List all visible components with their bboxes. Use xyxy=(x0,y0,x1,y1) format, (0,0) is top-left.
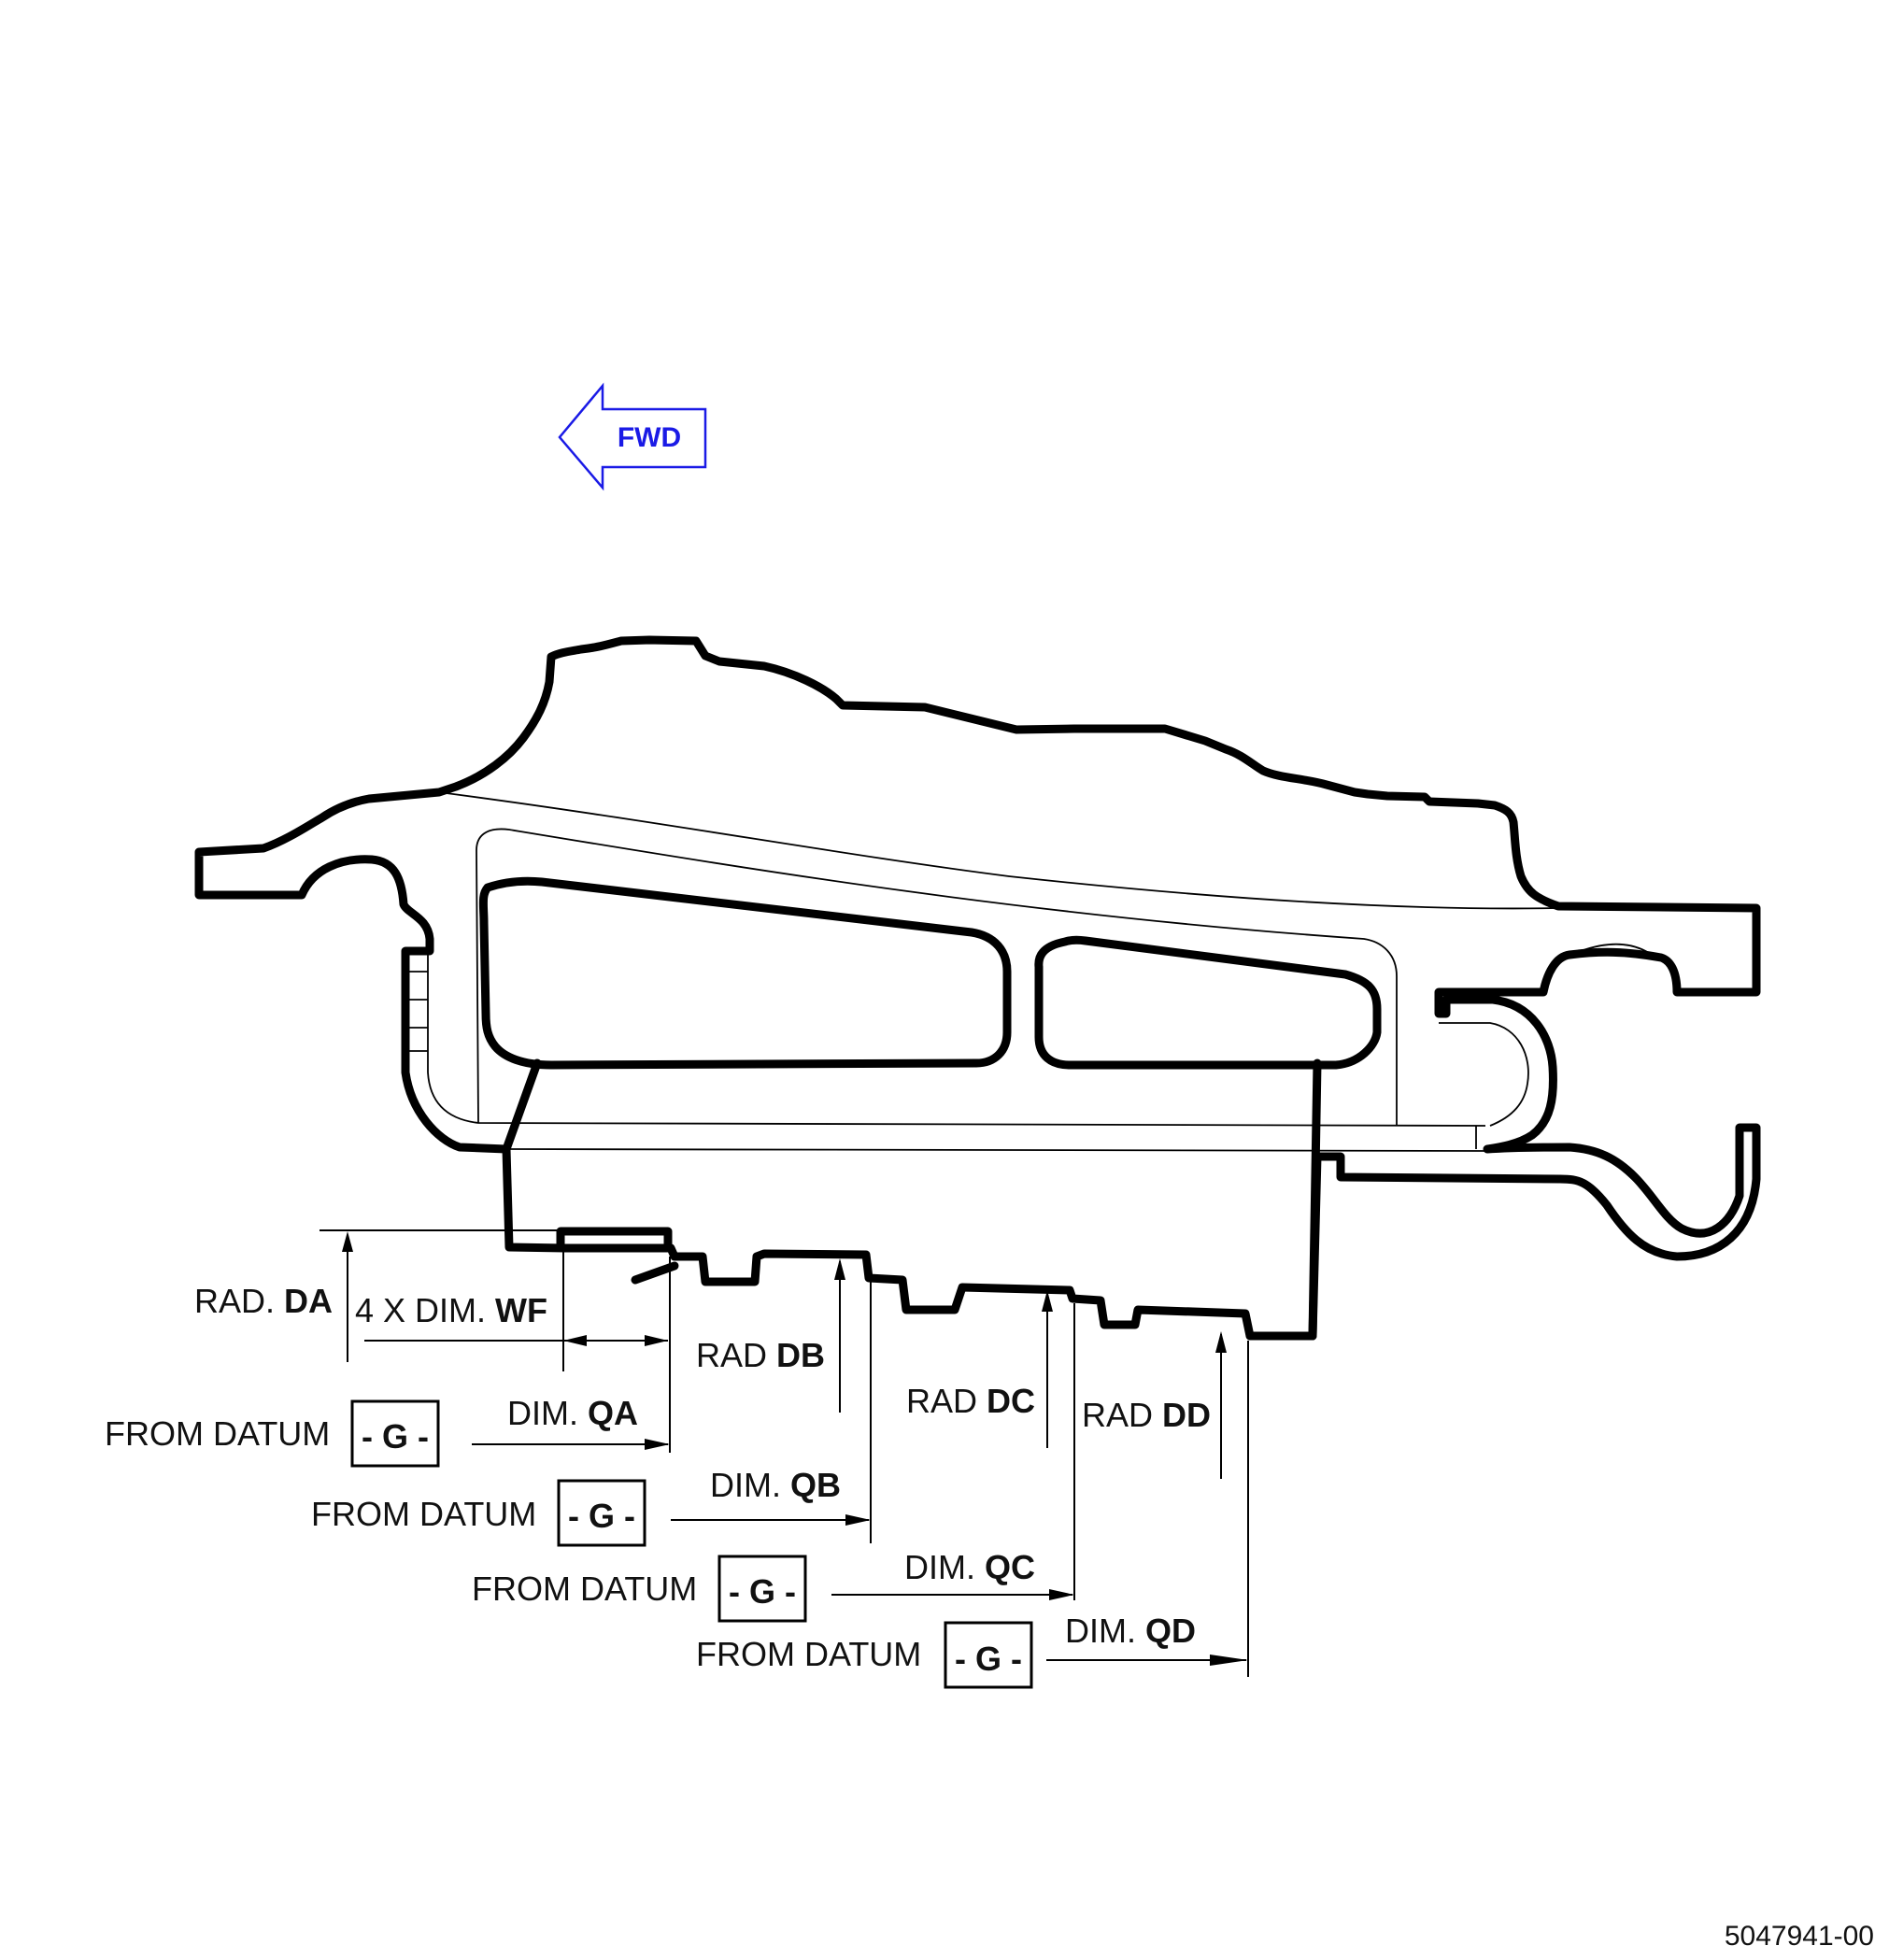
cavity-right xyxy=(1034,935,1382,1070)
dim-qd-label: DIM. QD xyxy=(1065,1612,1196,1650)
datum-g-symbol: - G - xyxy=(568,1497,635,1535)
part-bottom-contour xyxy=(502,1144,1255,1341)
rad-dc-label: RAD DC xyxy=(906,1382,1035,1420)
datum-g-box xyxy=(944,1621,1033,1689)
dimension-lines xyxy=(320,1229,1249,1677)
rad-dd-label: RAD DD xyxy=(1082,1396,1211,1434)
inner-line-upper-cavity xyxy=(476,828,1398,1126)
dim-qa-label: DIM. QA xyxy=(507,1394,638,1432)
from-datum-label: FROM DATUM xyxy=(696,1635,921,1673)
datum-g-box xyxy=(557,1479,646,1547)
from-datum-label: FROM DATUM xyxy=(311,1495,536,1533)
fwd-arrow-icon xyxy=(558,382,707,491)
from-datum-label: FROM DATUM xyxy=(105,1414,330,1453)
datum-g-box xyxy=(350,1399,440,1468)
annotation-labels: RAD. DA 4 X DIM. WF RAD DB RAD DC RAD DD… xyxy=(194,1282,1211,1650)
inner-line-base xyxy=(508,1148,1488,1152)
inner-line-floor xyxy=(427,951,1486,1127)
part-tab xyxy=(556,1227,673,1252)
document-id: 5047941-00 xyxy=(1725,1921,1874,1952)
rad-da-label: RAD. DA xyxy=(194,1282,333,1320)
datum-callout-3: FROM DATUM - G - xyxy=(472,1555,807,1623)
inner-line-boss xyxy=(1580,943,1650,954)
dim-qb-label: DIM. QB xyxy=(710,1466,841,1504)
datum-g-symbol: - G - xyxy=(729,1572,796,1611)
inner-line-hook xyxy=(1439,1022,1529,1127)
rad-db-label: RAD DB xyxy=(696,1336,825,1374)
datum-callout-4: FROM DATUM - G - xyxy=(696,1621,1033,1689)
wall-hatching xyxy=(405,971,428,1052)
from-datum-label: FROM DATUM xyxy=(472,1569,697,1608)
datum-callout-2: FROM DATUM - G - xyxy=(311,1479,646,1547)
fwd-label: FWD xyxy=(618,422,681,453)
part-top-contour xyxy=(194,635,1761,1341)
datum-g-box xyxy=(717,1555,807,1623)
part-cross-section xyxy=(194,635,1761,1341)
datum-g-symbol: - G - xyxy=(955,1640,1022,1678)
datum-callout-1: FROM DATUM - G - xyxy=(105,1399,440,1468)
fwd-arrow-indicator: FWD xyxy=(558,382,707,491)
part-strut xyxy=(502,1058,542,1154)
datum-g-symbol: - G - xyxy=(362,1417,429,1456)
part-wall-right xyxy=(1308,1058,1322,1341)
part-tab-slash xyxy=(631,1261,679,1285)
dim-qc-label: DIM. QC xyxy=(904,1548,1035,1586)
cavity-left xyxy=(478,876,1012,1070)
inner-line-top xyxy=(438,791,1559,910)
wf-label: 4 X DIM. WF xyxy=(355,1291,547,1329)
